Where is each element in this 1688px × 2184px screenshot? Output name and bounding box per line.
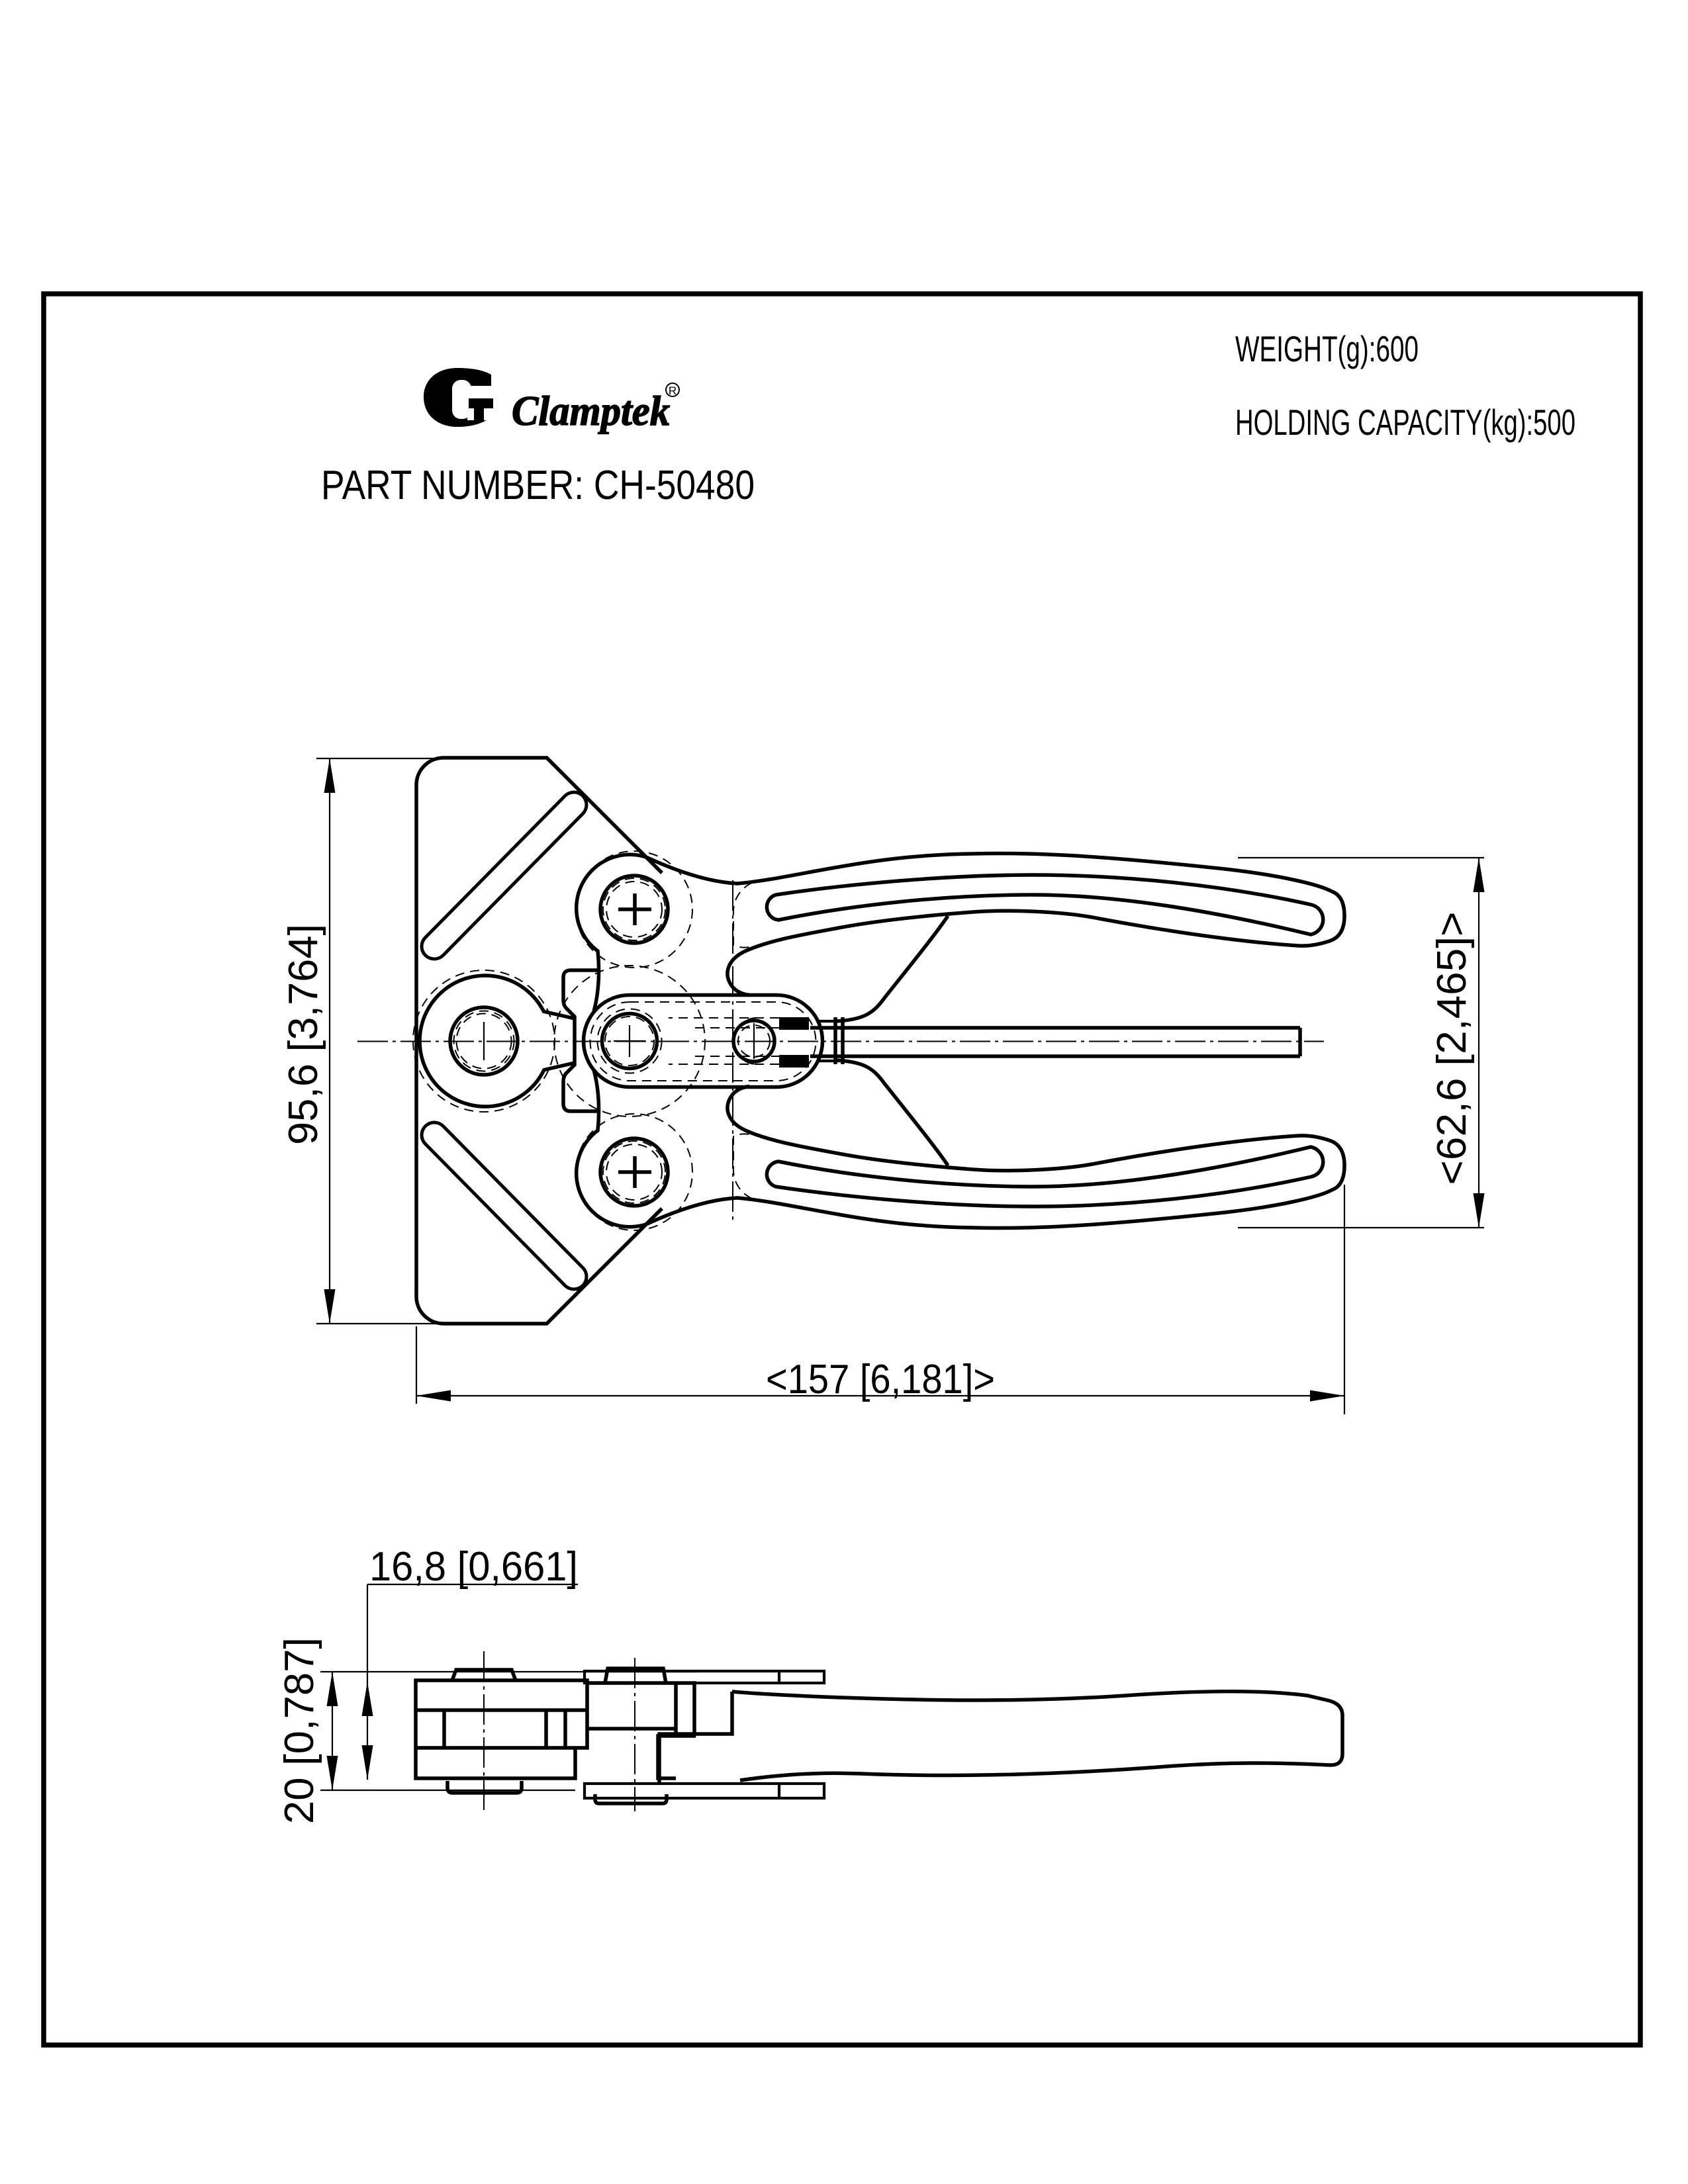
svg-text:PART NUMBER: CH-50480: PART NUMBER: CH-50480: [321, 463, 755, 508]
svg-text:20 [0,787]: 20 [0,787]: [277, 1637, 322, 1824]
svg-text:WEIGHT(g):600: WEIGHT(g):600: [1235, 328, 1419, 369]
svg-text:HOLDING CAPACITY(kg):500: HOLDING CAPACITY(kg):500: [1235, 402, 1575, 443]
svg-text:16,8 [0,661]: 16,8 [0,661]: [369, 1544, 578, 1590]
svg-text:<62,6 [2,465]>: <62,6 [2,465]>: [1429, 912, 1475, 1185]
svg-text:R: R: [669, 385, 677, 397]
svg-text:<157 [6,181]>: <157 [6,181]>: [766, 1357, 995, 1402]
svg-text:95,6 [3,764]: 95,6 [3,764]: [281, 924, 326, 1145]
svg-text:Clamptek: Clamptek: [512, 387, 670, 434]
